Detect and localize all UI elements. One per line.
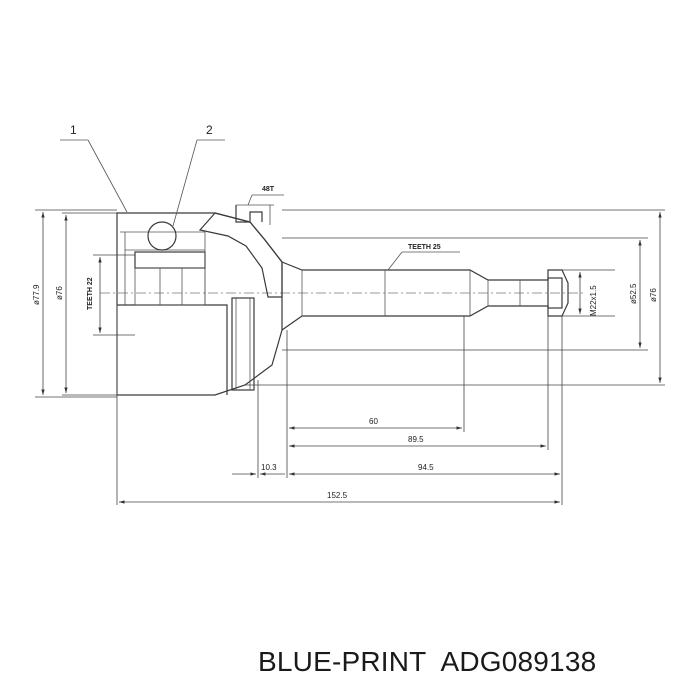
inner-race: [124, 221, 206, 306]
left-diameter-dims: [35, 209, 135, 398]
dim-152-5: 152.5: [327, 491, 348, 500]
stub-shaft: [281, 261, 569, 331]
label-dia-52-5: ø52.5: [629, 283, 638, 304]
part-number: ADG089138: [440, 646, 597, 677]
right-diameter-dims: [245, 209, 665, 386]
label-dia-77-9: ø77.9: [32, 284, 41, 305]
dim-60: 60: [369, 417, 378, 426]
dim-89-5: 89.5: [408, 435, 424, 444]
dim-10-3: 10.3: [261, 463, 277, 472]
label-dia-76-left: ø76: [55, 286, 64, 300]
leader-lines: [60, 139, 460, 271]
label-teeth-25: TEETH 25: [408, 244, 441, 251]
label-48t: 48T: [262, 186, 275, 193]
joint-housing: [116, 212, 283, 396]
dim-94-5: 94.5: [418, 463, 434, 472]
callout-2: 2: [206, 123, 213, 137]
label-dia-76-right: ø76: [649, 288, 658, 302]
brand-name: BLUE-PRINT: [258, 646, 427, 677]
length-dims: [116, 316, 563, 505]
product-caption: BLUE-PRINT ADG089138: [258, 646, 698, 686]
label-thread: M22x1.5: [589, 285, 598, 316]
ring-clip: [235, 204, 274, 225]
label-teeth-22: TEETH 22: [87, 277, 94, 310]
callout-1: 1: [70, 123, 77, 137]
abs-ring: [231, 297, 255, 391]
